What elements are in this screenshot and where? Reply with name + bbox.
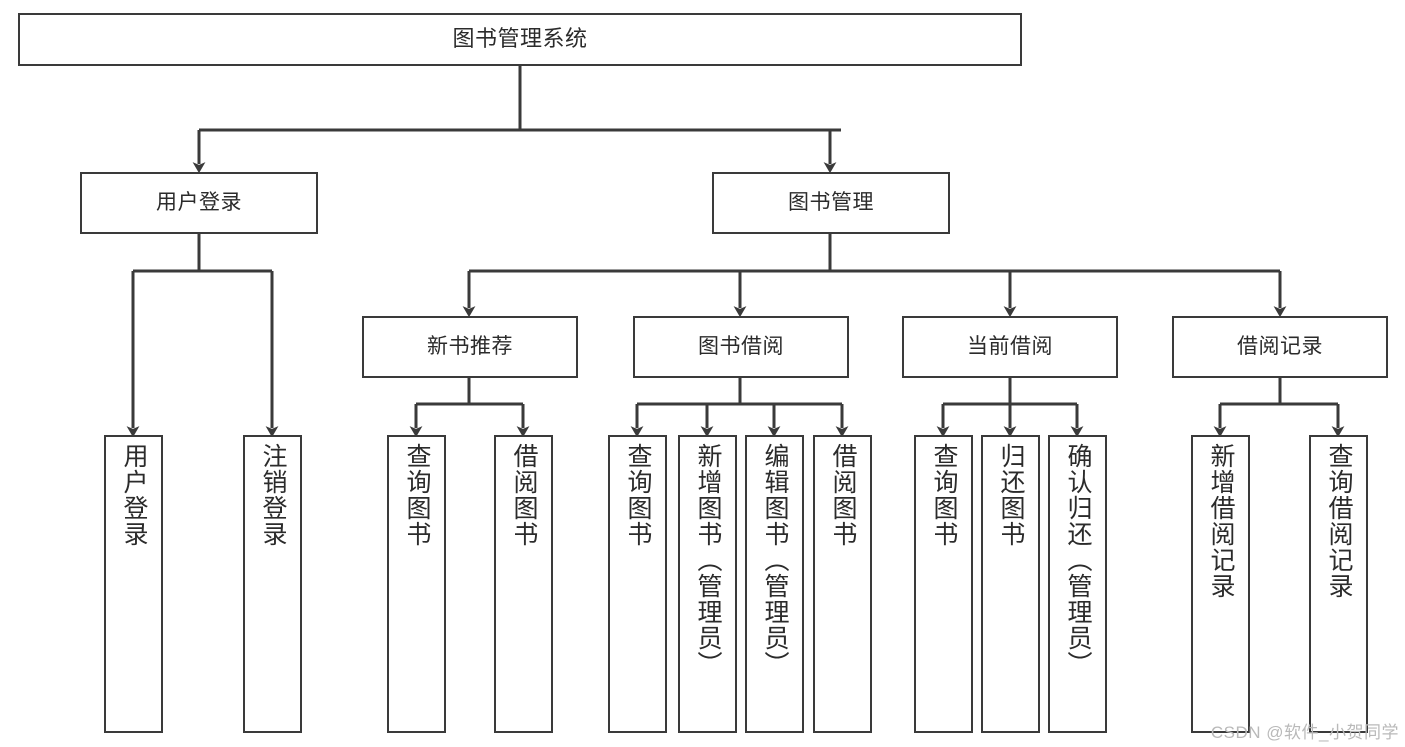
node-query-borrow-record-label: 查询借阅记录 (1325, 443, 1353, 599)
node-book-management-label: 图书管理 (788, 191, 874, 215)
node-user-login-label: 用户登录 (156, 191, 242, 215)
node-borrow-book-1-label: 借阅图书 (510, 443, 538, 547)
node-query-book-3[interactable]: 查询图书 (914, 435, 973, 733)
node-root-label: 图书管理系统 (452, 26, 588, 52)
node-query-book-3-label: 查询图书 (930, 443, 958, 547)
node-query-book-2[interactable]: 查询图书 (608, 435, 667, 733)
node-confirm-return[interactable]: 确认归还（管理员） (1048, 435, 1107, 733)
node-query-book-2-label: 查询图书 (624, 443, 652, 547)
node-add-borrow-record-label: 新增借阅记录 (1207, 443, 1235, 599)
node-user-login[interactable]: 用户登录 (80, 172, 318, 234)
csdn-watermark: CSDN @软件_小贺同学 (1210, 723, 1399, 742)
node-query-book-1[interactable]: 查询图书 (387, 435, 446, 733)
node-borrow-book-2-label: 借阅图书 (829, 443, 857, 547)
node-book-borrow-label: 图书借阅 (698, 335, 784, 359)
node-return-book[interactable]: 归还图书 (981, 435, 1040, 733)
node-book-management[interactable]: 图书管理 (712, 172, 950, 234)
node-confirm-return-label: 确认归还（管理员） (1064, 443, 1092, 677)
node-query-borrow-record[interactable]: 查询借阅记录 (1309, 435, 1368, 733)
node-user-logout-action[interactable]: 注销登录 (243, 435, 302, 733)
node-borrow-book-2[interactable]: 借阅图书 (813, 435, 872, 733)
node-borrow-record[interactable]: 借阅记录 (1172, 316, 1388, 378)
node-borrow-book-1[interactable]: 借阅图书 (494, 435, 553, 733)
node-user-login-action[interactable]: 用户登录 (104, 435, 163, 733)
node-borrow-record-label: 借阅记录 (1237, 335, 1323, 359)
node-query-book-1-label: 查询图书 (403, 443, 431, 547)
node-root[interactable]: 图书管理系统 (18, 13, 1022, 66)
node-return-book-label: 归还图书 (997, 443, 1025, 547)
node-current-borrow-label: 当前借阅 (967, 335, 1053, 359)
node-book-borrow[interactable]: 图书借阅 (633, 316, 849, 378)
node-edit-book-label: 编辑图书（管理员） (761, 443, 789, 677)
node-add-borrow-record[interactable]: 新增借阅记录 (1191, 435, 1250, 733)
node-edit-book[interactable]: 编辑图书（管理员） (745, 435, 804, 733)
node-user-logout-action-label: 注销登录 (259, 443, 287, 547)
node-current-borrow[interactable]: 当前借阅 (902, 316, 1118, 378)
node-new-book-recommend[interactable]: 新书推荐 (362, 316, 578, 378)
node-new-book-recommend-label: 新书推荐 (427, 335, 513, 359)
node-add-book-label: 新增图书（管理员） (694, 443, 722, 677)
node-user-login-action-label: 用户登录 (120, 443, 148, 547)
node-add-book[interactable]: 新增图书（管理员） (678, 435, 737, 733)
